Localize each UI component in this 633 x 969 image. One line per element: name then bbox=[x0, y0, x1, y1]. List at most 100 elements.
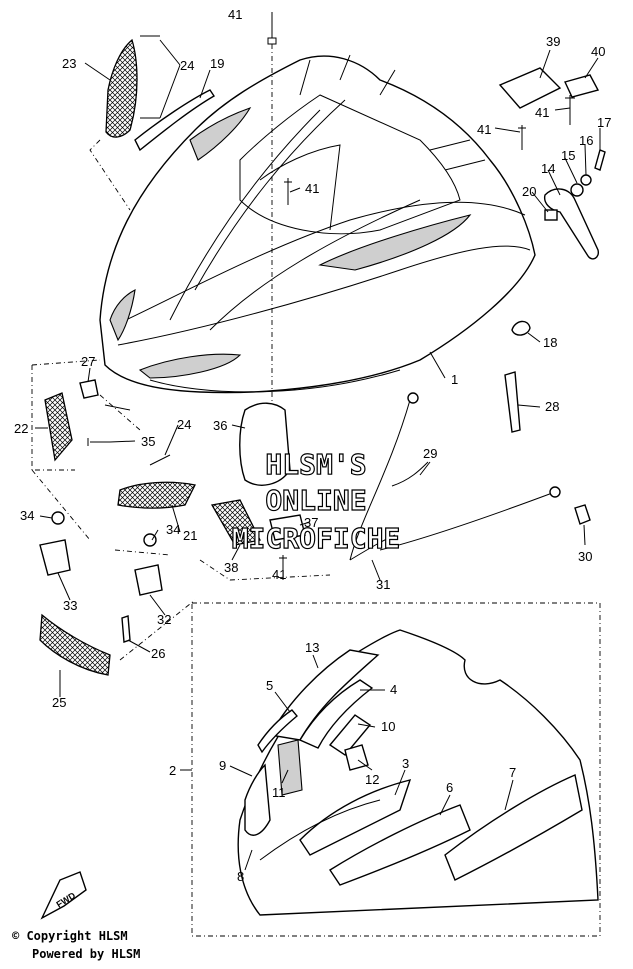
leader-lines bbox=[31, 39, 601, 697]
part-4-decal bbox=[298, 679, 374, 749]
callout-32: 32 bbox=[157, 612, 171, 627]
part-30-eyelet bbox=[549, 486, 561, 498]
part-32-bracket bbox=[134, 564, 163, 596]
part-39-plate bbox=[498, 67, 562, 109]
part-36-duct bbox=[239, 402, 291, 486]
callout-28: 28 bbox=[545, 399, 559, 414]
part-5-decal bbox=[257, 709, 298, 754]
callout-15: 15 bbox=[561, 148, 575, 163]
callout-23: 23 bbox=[62, 56, 76, 71]
callout-34: 34 bbox=[20, 508, 34, 523]
part-24-screw-lower bbox=[149, 454, 171, 466]
callout-7: 7 bbox=[509, 765, 516, 780]
watermark-line2: ONLINE bbox=[265, 484, 366, 517]
part-14-stay bbox=[543, 188, 600, 260]
callout-1: 1 bbox=[451, 372, 458, 387]
part-31-cable bbox=[349, 534, 396, 561]
cable-run bbox=[349, 399, 556, 561]
callout-18: 18 bbox=[543, 335, 557, 350]
callout-10: 10 bbox=[381, 719, 395, 734]
callout-labels: 41 23 24 19 39 40 41 17 16 15 14 41 20 4… bbox=[14, 7, 611, 884]
inset-hood bbox=[237, 629, 599, 916]
part-33-bracket bbox=[39, 539, 71, 576]
powered-by-text: Powered by HLSM bbox=[32, 947, 141, 961]
fwd-arrow: FWD bbox=[40, 871, 87, 920]
watermark: HLSM'S ONLINE MICROFICHE bbox=[231, 447, 401, 555]
part-3-decal bbox=[299, 779, 412, 856]
callout-40: 40 bbox=[591, 44, 605, 59]
part-6-decal bbox=[329, 804, 471, 886]
callout-6: 6 bbox=[446, 780, 453, 795]
callout-20: 20 bbox=[522, 184, 536, 199]
callout-22: 22 bbox=[14, 421, 28, 436]
part-38-mesh bbox=[210, 499, 261, 546]
part-25-trim bbox=[39, 613, 111, 676]
part-35-screw bbox=[87, 438, 110, 446]
part-27-clip bbox=[79, 379, 99, 399]
callout-24: 24 bbox=[177, 417, 191, 432]
callout-11: 11 bbox=[272, 785, 286, 800]
callout-17: 17 bbox=[597, 115, 611, 130]
callout-36: 36 bbox=[213, 418, 227, 433]
callout-2: 2 bbox=[169, 763, 176, 778]
callout-25: 25 bbox=[52, 695, 66, 710]
callout-41: 41 bbox=[535, 105, 549, 120]
part-30-clip bbox=[574, 504, 591, 525]
callout-35: 35 bbox=[141, 434, 155, 449]
callout-19: 19 bbox=[210, 56, 224, 71]
part-18-grommet bbox=[511, 320, 531, 336]
callout-41: 41 bbox=[272, 567, 286, 582]
callout-27: 27 bbox=[81, 354, 95, 369]
part-34-nut-a bbox=[51, 511, 65, 525]
part-29-cable bbox=[391, 461, 429, 487]
part-15-collar bbox=[570, 183, 584, 197]
callout-12: 12 bbox=[365, 772, 379, 787]
callout-41: 41 bbox=[477, 122, 491, 137]
rivets bbox=[267, 12, 575, 580]
part-23-vent-mesh bbox=[105, 38, 138, 138]
part-20-nut bbox=[544, 209, 558, 221]
part-16-washer bbox=[580, 174, 592, 186]
part-11-bracket bbox=[277, 739, 303, 796]
callout-3: 3 bbox=[402, 756, 409, 771]
part-7-decal bbox=[444, 774, 583, 881]
callout-30: 30 bbox=[578, 549, 592, 564]
part-34-nut-b bbox=[143, 533, 157, 547]
watermark-line1: HLSM'S bbox=[265, 448, 366, 481]
callout-29: 29 bbox=[423, 446, 437, 461]
callout-38: 38 bbox=[224, 560, 238, 575]
part-19-strip bbox=[134, 89, 215, 152]
part-24-screws-upper bbox=[140, 35, 160, 119]
copyright-text: © Copyright HLSM bbox=[12, 929, 128, 943]
callout-9: 9 bbox=[219, 758, 226, 773]
part-12-decal bbox=[344, 744, 369, 771]
watermark-line3: MICROFICHE bbox=[232, 522, 401, 555]
callout-37: 37 bbox=[304, 515, 318, 530]
part-28-cable-tie bbox=[504, 371, 521, 433]
callout-41: 41 bbox=[228, 7, 242, 22]
callout-8: 8 bbox=[237, 869, 244, 884]
callout-16: 16 bbox=[579, 133, 593, 148]
callout-39: 39 bbox=[546, 34, 560, 49]
callout-34: 34 bbox=[166, 522, 180, 537]
part-26-pin bbox=[121, 615, 131, 643]
part-24-screw-mid bbox=[104, 404, 131, 411]
callout-26: 26 bbox=[151, 646, 165, 661]
callout-41: 41 bbox=[305, 181, 319, 196]
part-22-mesh bbox=[44, 392, 73, 462]
cable-eyelet bbox=[407, 392, 419, 404]
callout-31: 31 bbox=[376, 577, 390, 592]
callout-33: 33 bbox=[63, 598, 77, 613]
part-37-part bbox=[269, 514, 306, 541]
part-40-bracket bbox=[564, 74, 600, 98]
callout-24: 24 bbox=[180, 58, 194, 73]
part-17-bolt bbox=[594, 149, 606, 171]
part-21-mesh bbox=[117, 481, 196, 509]
callout-5: 5 bbox=[266, 678, 273, 693]
hood-assembly bbox=[99, 54, 536, 394]
callout-14: 14 bbox=[541, 161, 555, 176]
callout-21: 21 bbox=[183, 528, 197, 543]
callout-4: 4 bbox=[390, 682, 397, 697]
